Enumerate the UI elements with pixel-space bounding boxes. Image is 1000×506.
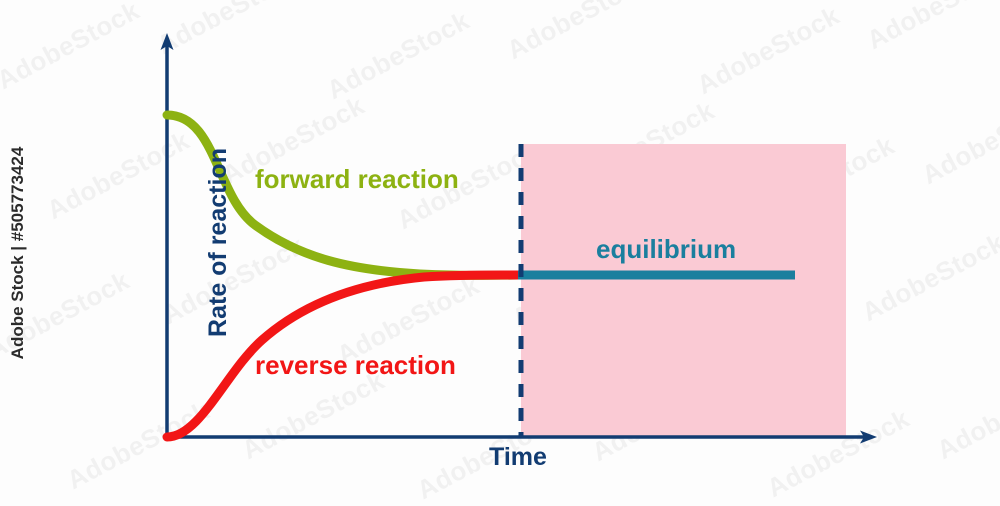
x-axis-label: Time: [489, 443, 547, 471]
stock-credit-watermark: Adobe Stock | #505773424: [8, 146, 27, 360]
y-axis-label: Rate of reaction: [203, 148, 232, 337]
x-axis-arrowhead: [860, 430, 877, 444]
reverse-reaction-label: reverse reaction: [255, 350, 456, 380]
y-axis-arrowhead: [160, 33, 174, 50]
forward-reaction-label: forward reaction: [255, 164, 459, 194]
reverse-reaction-curve: [162, 270, 523, 442]
equilibrium-region: [521, 144, 846, 437]
equilibrium-label: equilibrium: [596, 234, 737, 264]
